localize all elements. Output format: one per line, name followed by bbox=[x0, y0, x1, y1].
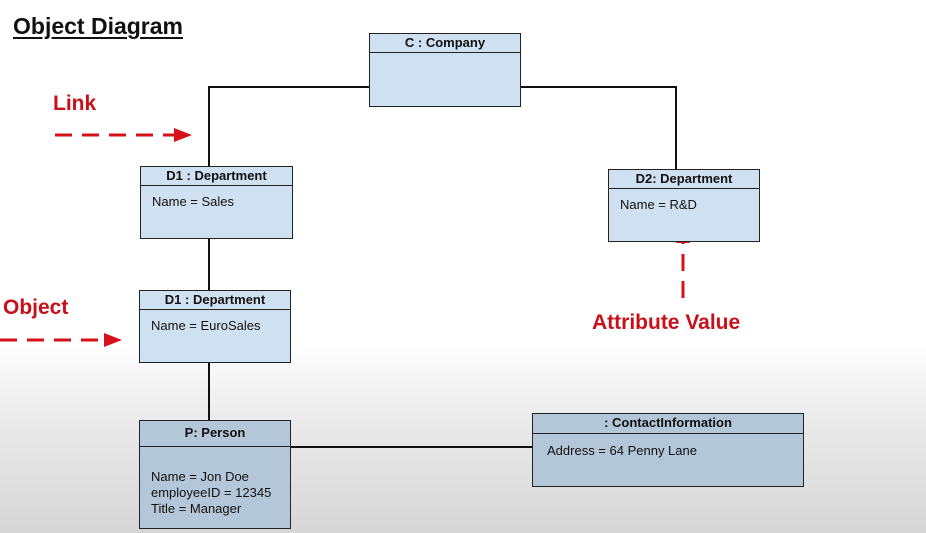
link-company-d1 bbox=[208, 86, 369, 166]
attribute-value: Title = Manager bbox=[151, 501, 242, 516]
object-header: D2: Department bbox=[609, 170, 759, 189]
link-annotation: Link bbox=[53, 92, 97, 115]
department-d1-eurosales-object: D1 : Department Name = EuroSales bbox=[139, 290, 291, 363]
attribute-value: Address = 64 Penny Lane bbox=[547, 443, 697, 458]
company-object: C : Company bbox=[369, 33, 521, 107]
object-header: : ContactInformation bbox=[533, 414, 803, 434]
attribute-value: Name = Jon Doe bbox=[151, 469, 249, 484]
object-annotation: Object bbox=[3, 296, 69, 319]
page-title: Object Diagram bbox=[13, 13, 183, 39]
department-d2-object: D2: Department Name = R&D bbox=[608, 169, 760, 242]
contact-information-object: : ContactInformation Address = 64 Penny … bbox=[532, 413, 804, 487]
object-attributes: Address = 64 Penny Lane bbox=[533, 434, 803, 459]
object-header: P: Person bbox=[140, 421, 290, 447]
object-header: D1 : Department bbox=[141, 167, 292, 186]
attribute-value: Name = R&D bbox=[620, 197, 697, 212]
link-company-d2 bbox=[520, 86, 677, 169]
object-header: D1 : Department bbox=[140, 291, 290, 310]
object-attributes: Name = EuroSales bbox=[140, 310, 290, 334]
department-d1-sales-object: D1 : Department Name = Sales bbox=[140, 166, 293, 239]
attribute-value-annotation: Attribute Value bbox=[592, 311, 741, 334]
object-arrowhead bbox=[104, 333, 122, 347]
object-attributes: Name = Jon Doe employeeID = 12345 Title … bbox=[140, 447, 290, 517]
attribute-value: Name = EuroSales bbox=[151, 318, 261, 333]
object-attributes: Name = R&D bbox=[609, 189, 759, 213]
attribute-value: employeeID = 12345 bbox=[151, 485, 272, 500]
object-header: C : Company bbox=[370, 34, 520, 53]
object-attributes: Name = Sales bbox=[141, 186, 292, 210]
link-arrowhead bbox=[174, 128, 192, 142]
person-object: P: Person Name = Jon Doe employeeID = 12… bbox=[139, 420, 291, 529]
attribute-value: Name = Sales bbox=[152, 194, 235, 209]
